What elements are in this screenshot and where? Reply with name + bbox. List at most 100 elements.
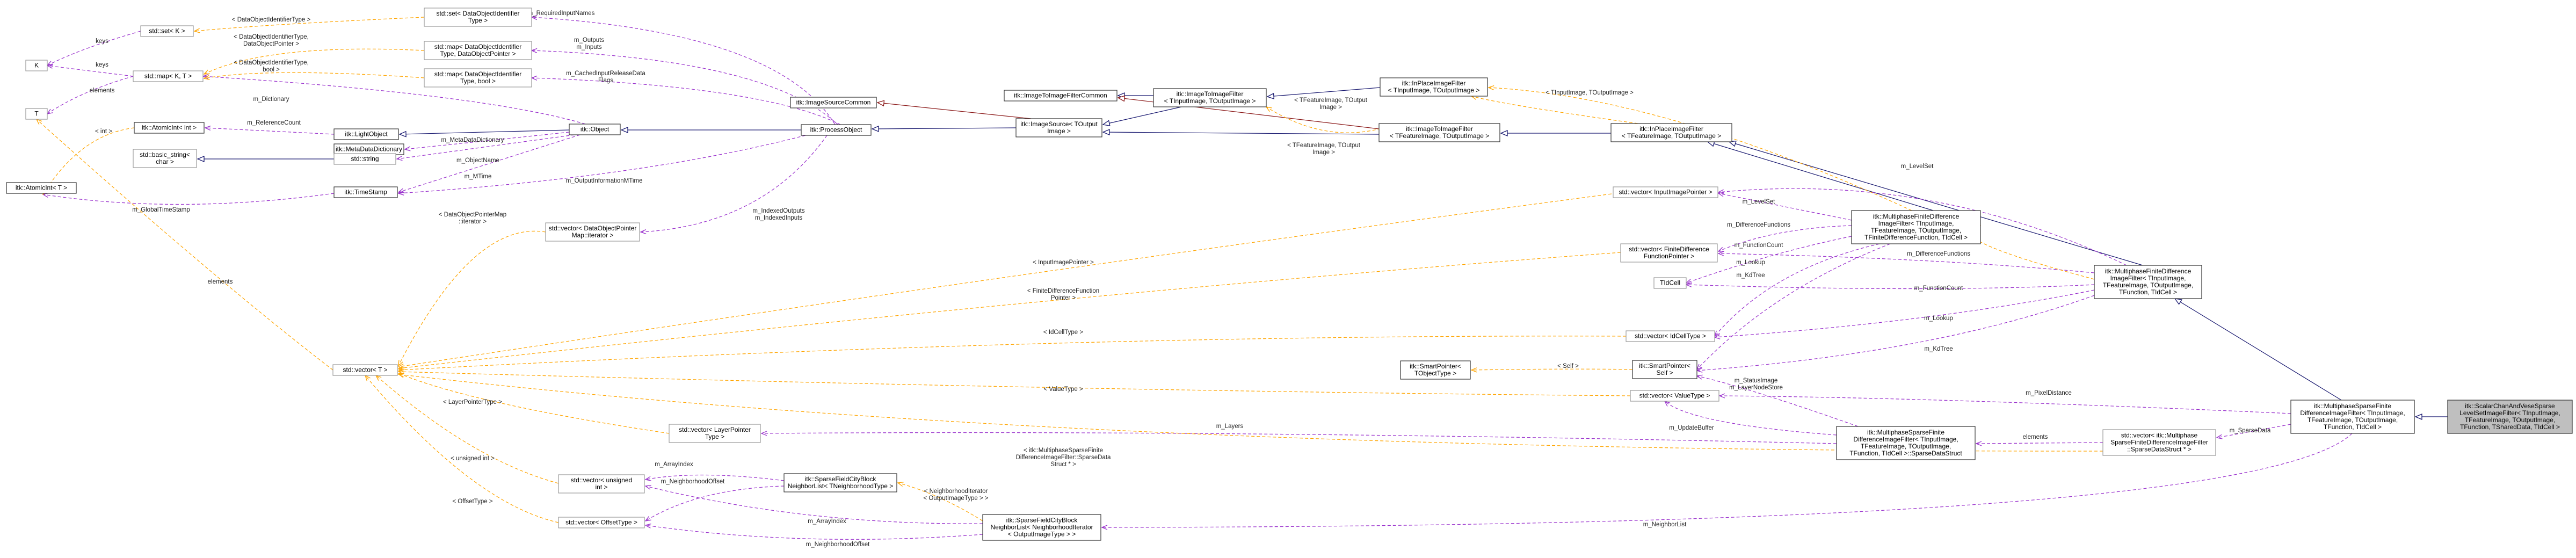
node-set_k[interactable]: std::set< K > (140, 25, 194, 37)
node-box (1015, 118, 1102, 137)
edge-label-l_levelset1: m_LevelSet (1901, 163, 1934, 170)
edge-label-l_pixeldistance: m_PixelDistance (2026, 390, 2072, 396)
node-box (1630, 390, 1719, 402)
edge-label-l_keys1: keys (96, 38, 108, 45)
node-box (333, 128, 399, 140)
node-vec_inputimageptr[interactable]: std::vector< InputImagePointer > (1613, 186, 1718, 198)
node-smartptr_self[interactable]: itk::SmartPointer<Self > (1632, 360, 1697, 379)
node-basic_string[interactable]: std::basic_string<char > (133, 149, 197, 168)
edge-label-l_unsignedint: < unsigned int > (451, 455, 495, 462)
edge-labels: m_RequiredInputNames< DataObjectIdentifi… (90, 10, 2271, 548)
node-atomicint_int[interactable]: itk::AtomicInt< int > (134, 122, 205, 134)
node-T[interactable]: T (25, 108, 48, 120)
edge-label-l_map_dataobjptr: < DataObjectIdentifierType,DataObjectPoi… (234, 34, 309, 47)
node-box (333, 186, 398, 198)
node-std_string[interactable]: std::string (333, 153, 396, 165)
edge-label-l_lookup1: m_Lookup (1736, 259, 1765, 266)
node-inplace_in_out[interactable]: itk::InPlaceImageFilter< TInputImage, TO… (1380, 77, 1488, 97)
node-vec_offsettype[interactable]: std::vector< OffsetType > (558, 517, 645, 528)
edge-e_funccount2 (1686, 285, 2095, 289)
edge-label-l_kdtree2: m_KdTree (1924, 346, 1953, 352)
node-vec_valuetype[interactable]: std::vector< ValueType > (1630, 390, 1719, 402)
node-box (790, 97, 877, 108)
node-metadatadict[interactable]: itk::MetaDataDictionary (333, 143, 404, 155)
edge-e_cached (532, 78, 841, 125)
edge-e_tfeat_tout (1471, 96, 1638, 124)
node-tidcell[interactable]: TIdCell (1653, 277, 1687, 289)
node-K[interactable]: K (25, 60, 48, 71)
node-vec_t[interactable]: std::vector< T > (332, 364, 398, 376)
node-label: std::map< K, T > (144, 73, 192, 80)
edge-e_keys2 (47, 66, 134, 77)
edge-e_neighoffset2 (645, 525, 983, 540)
edge-e_source_process (872, 128, 1017, 129)
node-box (669, 424, 761, 443)
node-object[interactable]: itk::Object (569, 124, 621, 135)
node-box (1632, 360, 1697, 379)
node-map_kt[interactable]: std::map< K, T > (133, 70, 204, 82)
edge-e_keys1 (47, 31, 141, 66)
node-box (6, 182, 77, 194)
edge-e_self (1471, 369, 1633, 370)
node-label: std::set< K > (149, 27, 185, 35)
node-label: itk::ImageToImageFilterCommon (1014, 92, 1107, 99)
edge-e_indexed (641, 135, 828, 232)
node-atomicint_t[interactable]: itk::AtomicInt< T > (6, 182, 77, 194)
edge-e_dataobjptrmap (398, 230, 546, 366)
node-box (333, 153, 396, 165)
node-imagetoimagefiltercommon[interactable]: itk::ImageToImageFilterCommon (1004, 90, 1118, 102)
node-lightobject[interactable]: itk::LightObject (333, 128, 399, 140)
node-vec_idcelltype[interactable]: std::vector< IdCellType > (1626, 330, 1715, 342)
edge-label-l_offsettype: < OffsetType > (452, 498, 493, 505)
node-label: itk::MetaDataDictionary (336, 146, 402, 153)
edge-label-l_refcount: m_ReferenceCount (247, 120, 301, 126)
edge-e_idcelltype (398, 336, 1627, 370)
edge-label-l_idcelltype: < IdCellType > (1043, 329, 1083, 336)
edge-e_globaltime (43, 193, 335, 205)
node-timestamp[interactable]: itk::TimeStamp (333, 186, 398, 198)
edge-label-l_neighlist: m_NeighborList (1643, 521, 1687, 528)
node-itif_feat_out[interactable]: itk::ImageToImageFilter< TFeatureImage, … (1378, 123, 1500, 142)
edge-e_elements2 (37, 119, 333, 371)
node-box (1380, 77, 1488, 97)
edge-e_inplace_itif (1267, 87, 1381, 97)
node-processobject[interactable]: itk::ProcessObject (801, 124, 872, 136)
edge-e_dictionary (203, 76, 586, 125)
node-inplace_feat_out[interactable]: itk::InPlaceImageFilter< TFeatureImage, … (1610, 123, 1732, 142)
edge-label-l_keys2: keys (96, 62, 108, 68)
node-itif_in_out[interactable]: itk::ImageToImageFilter< TInputImage, TO… (1153, 88, 1267, 107)
edge-e_funccount1 (1686, 236, 1852, 283)
edge-e_map_bool (204, 72, 425, 78)
edge-label-l_elements2: elements (208, 279, 233, 285)
node-smartptr_objtype[interactable]: itk::SmartPointer<TObjectType > (1400, 360, 1471, 380)
node-box (133, 149, 197, 168)
node-imagesourcecommon[interactable]: itk::ImageSourceCommon (790, 97, 877, 108)
node-label: itk::InPlaceImageFilter< TFeatureImage, … (1622, 125, 1721, 140)
edge-e_lookup2 (1715, 289, 2095, 337)
node-box (134, 122, 205, 134)
